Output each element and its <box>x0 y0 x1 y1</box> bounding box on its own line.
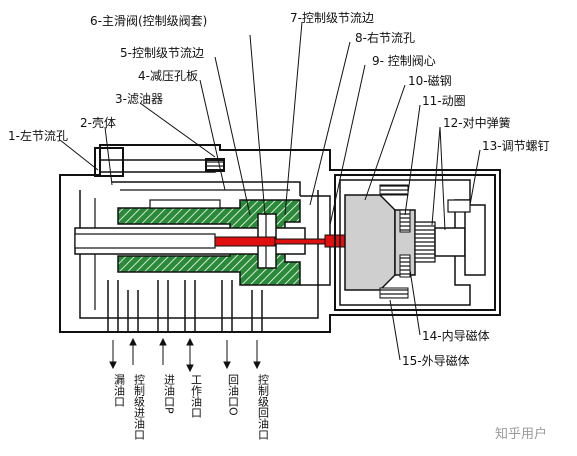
label-magnet: 10-磁钢 <box>408 73 452 88</box>
label-control-edge-5: 5-控制级节流边 <box>120 46 204 60</box>
ports <box>107 280 263 332</box>
torque-motor <box>334 174 496 311</box>
label-reducing-orifice: 4-减压孔板 <box>138 69 198 83</box>
label-left-orifice: 1-左节流孔 <box>8 128 68 143</box>
label-inner-pole: 14-内导磁体 <box>422 328 490 343</box>
leader-lines <box>59 21 481 361</box>
label-centering-spring: 12-对中弹簧 <box>443 115 511 130</box>
label-main-spool: 6-主滑阀(控制级阀套) <box>90 14 207 28</box>
filter <box>205 158 225 172</box>
label-adjust-screw: 13-调节螺钉 <box>482 139 550 153</box>
label-housing: 2-壳体 <box>80 116 116 130</box>
label-control-edge-7: 7-控制级节流边 <box>290 11 374 25</box>
port-label-leak: 漏油口 <box>113 374 126 407</box>
main-spool <box>117 199 301 286</box>
port-label-control-in: 控制级进油口 <box>133 373 146 440</box>
part-labels: 1-左节流孔 2-壳体 3-滤油器 4-减压孔板 5-控制级节流边 6-主滑阀(… <box>8 11 550 368</box>
label-right-orifice: 8-右节流孔 <box>355 30 415 45</box>
port-label-return: 回油口O <box>227 374 240 416</box>
watermark: 知乎用户 <box>495 426 547 442</box>
label-filter: 3-滤油器 <box>115 92 163 106</box>
port-label-control-return: 控制级回油口 <box>257 373 270 440</box>
label-control-spool: 9- 控制阀心 <box>372 54 436 68</box>
port-label-work: 工作油口 <box>190 374 203 418</box>
label-moving-coil: 11-动圈 <box>422 94 466 108</box>
label-outer-pole: 15-外导磁体 <box>402 353 470 368</box>
port-label-inlet: 进油口P <box>163 374 176 414</box>
port-labels: 漏油口 控制级进油口 进油口P 工作油口 回油口O 控制级回油口 <box>113 373 270 440</box>
port-arrows <box>109 337 261 373</box>
